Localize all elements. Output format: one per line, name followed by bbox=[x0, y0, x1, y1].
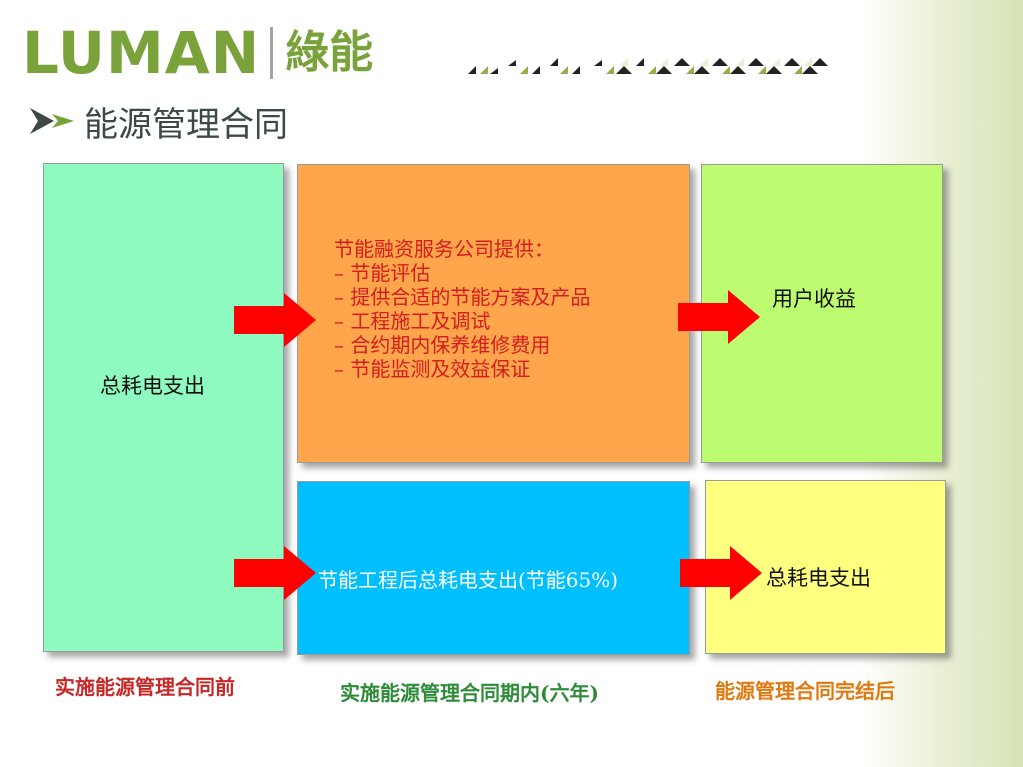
arrow-right-icon bbox=[680, 546, 762, 600]
logo-triangle-pattern bbox=[468, 58, 828, 74]
box-before-total-cost: 总耗电支出 bbox=[43, 163, 284, 652]
esco-service-item: – 提供合适的节能方案及产品 bbox=[334, 285, 591, 309]
luman-logo: LUMAN 綠能 bbox=[22, 18, 373, 88]
logo-chinese-name: 綠能 bbox=[285, 27, 374, 78]
box-post-retrofit-label: 节能工程后总耗电支出(节能65%) bbox=[318, 568, 619, 592]
caption-after-contract: 能源管理合同完结后 bbox=[715, 679, 895, 703]
logo-divider bbox=[270, 27, 274, 79]
esco-service-item: – 工程施工及调试 bbox=[334, 309, 491, 333]
esco-services-list: 节能融资服务公司提供： – 节能评估 – 提供合适的节能方案及产品 – 工程施工… bbox=[334, 237, 590, 381]
arrow-right-icon bbox=[234, 546, 316, 600]
box-after-label: 总耗电支出 bbox=[766, 566, 871, 590]
box-esco-services: 节能融资服务公司提供： – 节能评估 – 提供合适的节能方案及产品 – 工程施工… bbox=[297, 164, 690, 463]
box-post-retrofit-cost: 节能工程后总耗电支出(节能65%) bbox=[297, 481, 690, 655]
chevron-right-icon bbox=[30, 108, 74, 134]
esco-service-item: – 合约期内保养维修费用 bbox=[334, 333, 551, 357]
arrow-right-icon bbox=[678, 290, 760, 344]
page-title: 能源管理合同 bbox=[28, 96, 288, 146]
box-user-benefit-label: 用户收益 bbox=[772, 287, 856, 311]
box-before-label: 总耗电支出 bbox=[100, 374, 205, 398]
esco-service-item: – 节能监测及效益保证 bbox=[334, 357, 531, 381]
caption-before-contract: 实施能源管理合同前 bbox=[55, 675, 235, 699]
caption-during-contract: 实施能源管理合同期内(六年) bbox=[340, 681, 599, 705]
esco-service-item: – 节能评估 bbox=[334, 261, 431, 285]
logo-wordmark: LUMAN bbox=[22, 19, 261, 87]
page-title-text: 能源管理合同 bbox=[84, 104, 288, 145]
arrow-right-icon bbox=[234, 293, 316, 347]
esco-services-heading: 节能融资服务公司提供： bbox=[334, 237, 554, 261]
